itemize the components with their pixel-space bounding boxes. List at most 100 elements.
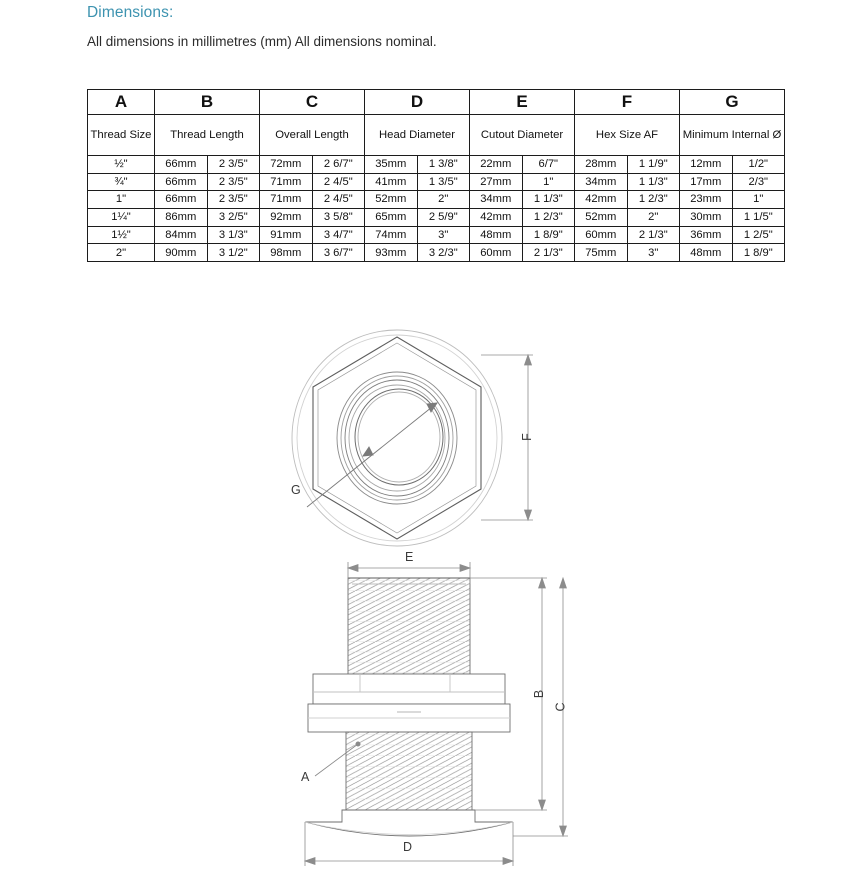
table-row: 2" 90mm 3 1/2" 98mm 3 6/7" 93mm 3 2/3" 6… [87, 243, 785, 263]
cell-thread-size: 2" [87, 243, 155, 263]
cell-thread-length-mm: 86mm [154, 208, 208, 227]
cell-thread-length-mm: 90mm [154, 243, 208, 263]
skin-fitting-side-view-svg [303, 562, 568, 866]
e-dimension-label: E [405, 550, 414, 564]
cell-cutout-diameter-mm: 42mm [469, 208, 523, 227]
cell-head-diameter-mm: 93mm [364, 243, 418, 263]
column-letter-c: C [259, 89, 365, 115]
cell-hex-size-in: 3" [626, 243, 680, 263]
c-dimension-line [513, 576, 568, 838]
table-row: 1½" 84mm 3 1/3" 91mm 3 4/7" 74mm 3" 48mm… [87, 225, 785, 245]
cell-min-internal-in: 2/3" [731, 172, 785, 192]
cell-head-diameter-mm: 35mm [364, 155, 418, 174]
hex-head-top-view-svg [291, 329, 533, 547]
b-dimension-label: B [532, 689, 547, 699]
column-name-overall-length: Overall Length [259, 114, 365, 156]
dimensions-table-container: A B C D E F G Thread Size Thread Length … [87, 89, 785, 263]
cell-overall-length-in: 3 5/8" [311, 208, 365, 227]
cell-min-internal-mm: 17mm [679, 172, 733, 192]
cell-min-internal-mm: 36mm [679, 225, 733, 245]
table-header-letters-row: A B C D E F G [87, 89, 785, 115]
cell-min-internal-mm: 30mm [679, 208, 733, 227]
a-leader-line [314, 741, 361, 777]
cell-thread-length-in: 3 1/3" [206, 225, 260, 245]
cell-thread-size: ½" [87, 155, 155, 174]
column-letter-d: D [364, 89, 470, 115]
a-callout-label: A [301, 770, 310, 784]
dimensions-table: A B C D E F G Thread Size Thread Length … [87, 89, 785, 263]
column-name-thread-size: Thread Size [87, 114, 155, 156]
f-dimension-line [481, 353, 533, 522]
cell-min-internal-in: 1/2" [731, 155, 785, 174]
c-dimension-label: C [553, 702, 568, 712]
cell-min-internal-in: 1 1/5" [731, 208, 785, 227]
cell-overall-length-in: 2 6/7" [311, 155, 365, 174]
cell-thread-length-in: 3 1/2" [206, 243, 260, 263]
f-dimension-label: F [519, 433, 534, 441]
skin-fitting-side-view-drawing: E B C D A [285, 540, 585, 873]
cell-hex-size-mm: 75mm [574, 243, 628, 263]
cell-hex-size-in: 1 2/3" [626, 190, 680, 210]
cell-hex-size-mm: 28mm [574, 155, 628, 174]
cell-thread-size: 1½" [87, 225, 155, 245]
cell-cutout-diameter-in: 6/7" [521, 155, 575, 174]
cell-overall-length-mm: 91mm [259, 225, 313, 245]
cell-hex-size-mm: 42mm [574, 190, 628, 210]
hex-head-top-view-drawing: G F [265, 325, 565, 565]
cell-overall-length-in: 3 6/7" [311, 243, 365, 263]
cell-head-diameter-mm: 65mm [364, 208, 418, 227]
cell-head-diameter-in: 2 5/9" [416, 208, 470, 227]
table-row: 1" 66mm 2 3/5" 71mm 2 4/5" 52mm 2" 34mm … [87, 190, 785, 210]
table-header-names-row: Thread Size Thread Length Overall Length… [87, 114, 785, 156]
cell-hex-size-mm: 60mm [574, 225, 628, 245]
cell-head-diameter-in: 1 3/8" [416, 155, 470, 174]
table-row: ¾" 66mm 2 3/5" 71mm 2 4/5" 41mm 1 3/5" 2… [87, 172, 785, 192]
cell-thread-length-mm: 66mm [154, 155, 208, 174]
cell-hex-size-in: 1 1/9" [626, 155, 680, 174]
column-name-minimum-internal: Minimum Internal Ø [679, 114, 785, 156]
cell-hex-size-in: 2" [626, 208, 680, 227]
cell-thread-size: 1" [87, 190, 155, 210]
cell-cutout-diameter-in: 1" [521, 172, 575, 192]
cell-thread-length-mm: 84mm [154, 225, 208, 245]
table-row: ½" 66mm 2 3/5" 72mm 2 6/7" 35mm 1 3/8" 2… [87, 155, 785, 174]
cell-overall-length-in: 2 4/5" [311, 190, 365, 210]
cell-overall-length-mm: 92mm [259, 208, 313, 227]
cell-cutout-diameter-mm: 48mm [469, 225, 523, 245]
cell-min-internal-in: 1 2/5" [731, 225, 785, 245]
cell-thread-length-in: 3 2/5" [206, 208, 260, 227]
cell-thread-length-mm: 66mm [154, 190, 208, 210]
cell-min-internal-mm: 12mm [679, 155, 733, 174]
cell-overall-length-in: 2 4/5" [311, 172, 365, 192]
cell-thread-size: 1¼" [87, 208, 155, 227]
cell-min-internal-mm: 23mm [679, 190, 733, 210]
cell-overall-length-mm: 71mm [259, 172, 313, 192]
column-letter-a: A [87, 89, 155, 115]
cell-thread-length-in: 2 3/5" [206, 190, 260, 210]
g-callout-label: G [291, 483, 301, 497]
column-letter-e: E [469, 89, 575, 115]
column-name-thread-length: Thread Length [154, 114, 260, 156]
cell-thread-length-mm: 66mm [154, 172, 208, 192]
e-dimension-line [346, 562, 472, 584]
cell-head-diameter-in: 3" [416, 225, 470, 245]
cell-thread-size: ¾" [87, 172, 155, 192]
cell-cutout-diameter-mm: 27mm [469, 172, 523, 192]
page-title: Dimensions: [87, 4, 174, 21]
column-name-hex-size-af: Hex Size AF [574, 114, 680, 156]
column-letter-g: G [679, 89, 785, 115]
cell-head-diameter-mm: 74mm [364, 225, 418, 245]
cell-head-diameter-mm: 41mm [364, 172, 418, 192]
column-name-cutout-diameter: Cutout Diameter [469, 114, 575, 156]
cell-overall-length-in: 3 4/7" [311, 225, 365, 245]
d-dimension-label: D [403, 840, 413, 854]
table-row: 1¼" 86mm 3 2/5" 92mm 3 5/8" 65mm 2 5/9" … [87, 208, 785, 227]
cell-head-diameter-in: 1 3/5" [416, 172, 470, 192]
cell-hex-size-mm: 52mm [574, 208, 628, 227]
d-dimension-line [303, 822, 515, 866]
cell-overall-length-mm: 71mm [259, 190, 313, 210]
cell-head-diameter-in: 3 2/3" [416, 243, 470, 263]
cell-overall-length-mm: 98mm [259, 243, 313, 263]
cell-hex-size-mm: 34mm [574, 172, 628, 192]
cell-thread-length-in: 2 3/5" [206, 155, 260, 174]
